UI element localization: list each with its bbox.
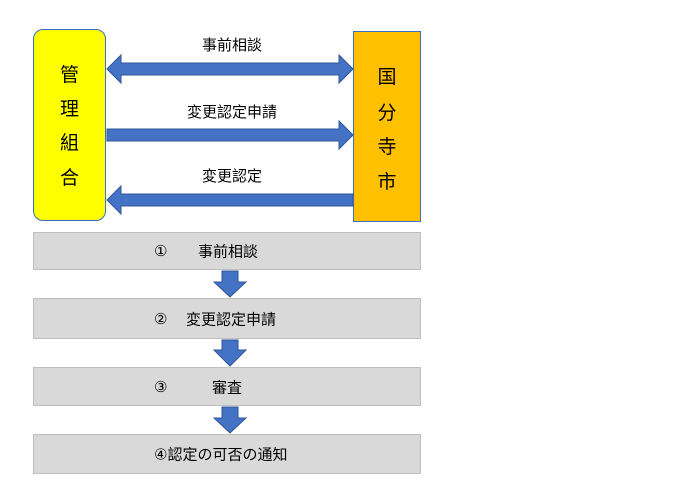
right-party-char: 分 — [377, 102, 397, 124]
step-box-4: ④認定の可否の通知 — [33, 434, 421, 474]
step-number: ② — [154, 309, 168, 328]
left-party-char: 管 — [59, 64, 79, 86]
step-box-1: ① 事前相談 — [33, 232, 421, 270]
left-party-char: 理 — [59, 98, 79, 120]
right-arrow — [106, 119, 354, 151]
step-label: 審査 — [212, 378, 243, 396]
step-label: 事前相談 — [198, 242, 259, 261]
step-number: ③ — [154, 377, 168, 396]
step-label: ④認定の可否の通知 — [154, 445, 288, 464]
right-party-char: 国 — [377, 66, 397, 88]
arrow-label-prior-consultation: 事前相談 — [201, 36, 262, 54]
left-arrow — [106, 184, 354, 216]
arrow-label-change-application: 変更認定申請 — [186, 103, 277, 121]
down-arrow — [212, 339, 248, 367]
step-box-2: ② 変更認定申請 — [33, 298, 421, 339]
bidirectional-arrow — [106, 53, 354, 85]
step-label: 変更認定申請 — [186, 310, 277, 328]
arrow-label-change-certification: 変更認定 — [201, 167, 262, 185]
left-party-char: 合 — [59, 167, 79, 189]
left-party-char: 組 — [59, 132, 79, 154]
right-party-char: 寺 — [377, 136, 397, 158]
management-association-box: 管 理 組 合 — [33, 29, 106, 221]
right-party-char: 市 — [377, 171, 397, 193]
step-box-3: ③ 審査 — [33, 367, 421, 406]
kokubunji-city-box: 国 分 寺 市 — [353, 31, 421, 222]
down-arrow — [212, 406, 248, 434]
step-number: ① — [154, 242, 168, 260]
down-arrow — [212, 270, 248, 298]
